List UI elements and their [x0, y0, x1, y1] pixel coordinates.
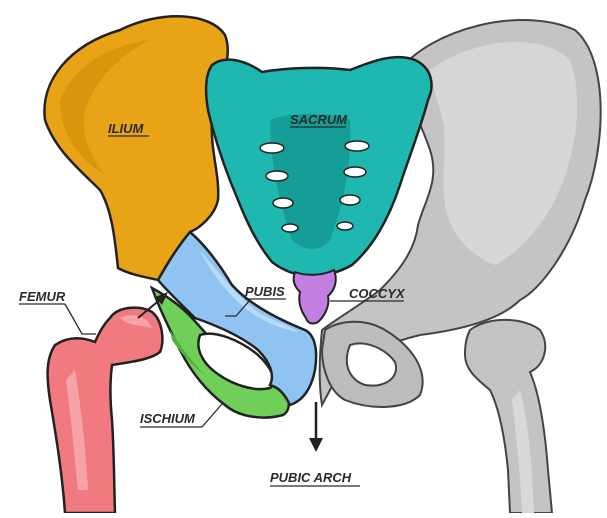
- right-femur-grey: [465, 320, 552, 513]
- svg-text:PUBIC ARCH: PUBIC ARCH: [270, 470, 352, 485]
- svg-text:SACRUM: SACRUM: [290, 112, 348, 127]
- label-sacrum: SACRUM: [290, 112, 348, 127]
- svg-text:COCCYX: COCCYX: [349, 286, 406, 301]
- coccyx-bone: [294, 270, 336, 324]
- sacrum-bone: [206, 57, 431, 276]
- svg-text:FEMUR: FEMUR: [19, 289, 66, 304]
- pubic-arch-arrow: [309, 402, 323, 452]
- svg-text:PUBIS: PUBIS: [245, 284, 285, 299]
- label-ilium: ILIUM: [108, 121, 149, 136]
- label-femur: FEMUR: [19, 289, 96, 334]
- label-ischium: ISCHIUM: [140, 404, 222, 427]
- svg-text:ILIUM: ILIUM: [108, 121, 145, 136]
- label-coccyx: COCCYX: [330, 286, 406, 301]
- label-pubic-arch: PUBIC ARCH: [270, 470, 360, 486]
- svg-text:ISCHIUM: ISCHIUM: [140, 411, 196, 426]
